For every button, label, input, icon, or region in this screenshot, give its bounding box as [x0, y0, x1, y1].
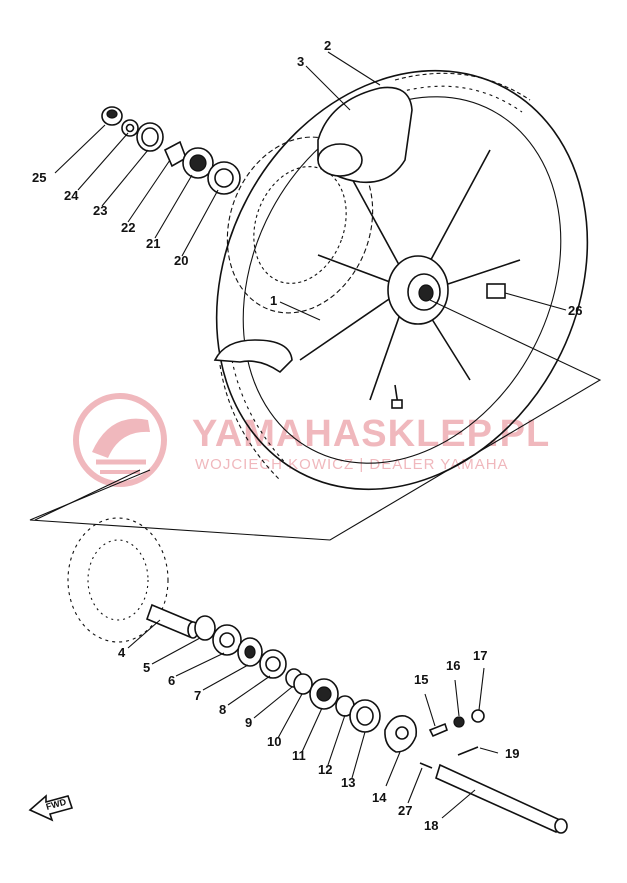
part-label-23: 23	[93, 203, 107, 218]
watermark: YAMAHASKLEP.PL WOJCIECH KOWICZ | DEALER …	[73, 393, 550, 487]
watermark-main-text: YAMAHASKLEP.PL	[192, 413, 550, 455]
part-label-27: 27	[398, 803, 412, 818]
part-label-3: 3	[297, 54, 304, 69]
part-label-2: 2	[324, 38, 331, 53]
part-label-10: 10	[267, 734, 281, 749]
wheel-assembly	[213, 69, 589, 491]
part-label-18: 18	[424, 818, 438, 833]
part-label-25: 25	[32, 170, 46, 185]
part-label-14: 14	[372, 790, 387, 805]
balance-weight	[486, 283, 506, 299]
part-label-13: 13	[341, 775, 355, 790]
part-label-6: 6	[168, 673, 175, 688]
part-label-15: 15	[414, 672, 428, 687]
part-label-1: 1	[270, 293, 277, 308]
part-label-19: 19	[505, 746, 519, 761]
part-label-7: 7	[194, 688, 201, 703]
part-label-8: 8	[219, 702, 226, 717]
part-labels: 2 3 1 25 24 23 22 21 20 26 4 5 6 7 8 9 1…	[32, 38, 582, 833]
part-label-16: 16	[446, 658, 460, 673]
leader-lines	[54, 51, 567, 819]
part-label-11: 11	[292, 748, 306, 763]
part-label-21: 21	[146, 236, 160, 251]
watermark-logo	[73, 393, 167, 487]
fwd-arrow-icon: FWD	[28, 794, 74, 822]
bearing-set-upper	[101, 106, 241, 195]
part-label-9: 9	[245, 715, 252, 730]
watermark-sub-text: WOJCIECH KOWICZ | DEALER YAMAHA	[195, 456, 509, 473]
part-label-12: 12	[318, 762, 332, 777]
axle-parts-lower	[145, 603, 568, 834]
part-label-26: 26	[568, 303, 582, 318]
part-label-5: 5	[143, 660, 150, 675]
part-label-20: 20	[174, 253, 188, 268]
part-label-4: 4	[118, 645, 126, 660]
brake-disc-ghost	[67, 517, 169, 643]
part-label-22: 22	[121, 220, 135, 235]
tire-section-piece	[317, 86, 413, 184]
part-label-24: 24	[64, 188, 79, 203]
part-label-17: 17	[473, 648, 487, 663]
